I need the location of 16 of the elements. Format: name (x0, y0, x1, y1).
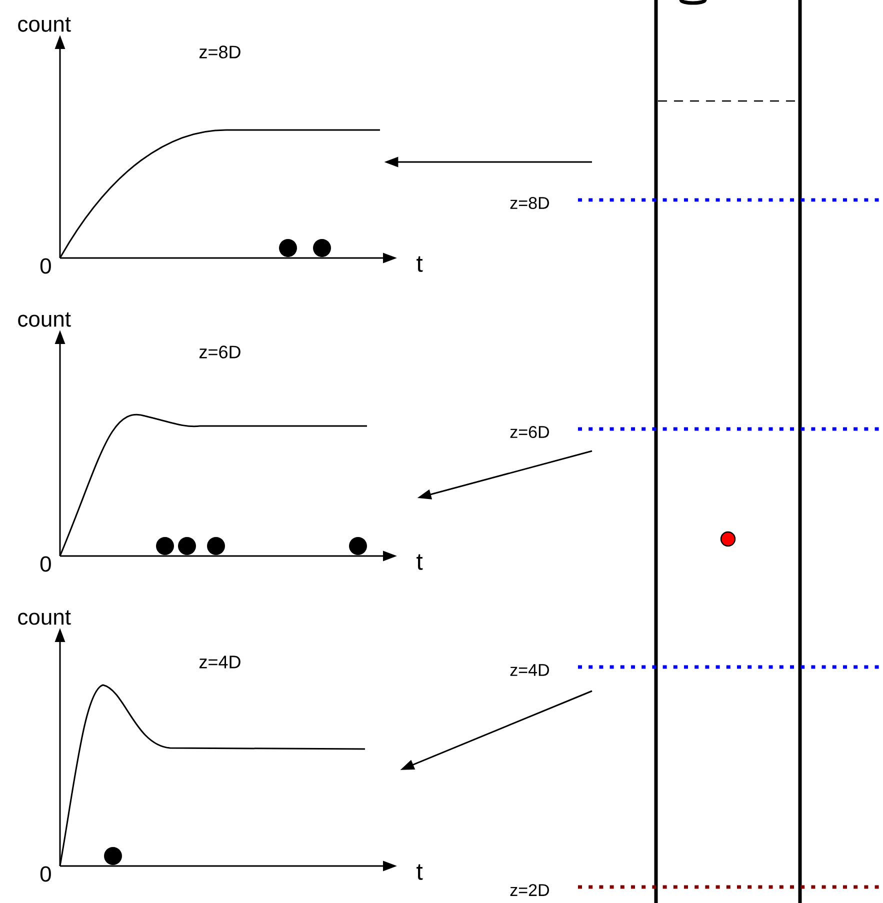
axis-label: count (18, 17, 71, 32)
level-label: z=4D (510, 664, 549, 676)
level-label: z=2D (510, 884, 549, 896)
axis-label: 0 (40, 258, 51, 274)
level-label: z=8D (510, 197, 549, 210)
chart-title: z=4D (199, 656, 240, 668)
chart-title: z=6D (199, 346, 240, 358)
axis-label: 0 (40, 556, 51, 572)
axis-label: t (416, 554, 423, 570)
axis-label: t (416, 864, 423, 880)
chart-title: z=8D (199, 46, 240, 58)
axis-label: 0 (40, 866, 51, 882)
level-label: z=6D (510, 426, 549, 438)
axis-label: count (18, 312, 71, 327)
axis-label: count (18, 610, 71, 625)
axis-label: t (416, 256, 423, 272)
